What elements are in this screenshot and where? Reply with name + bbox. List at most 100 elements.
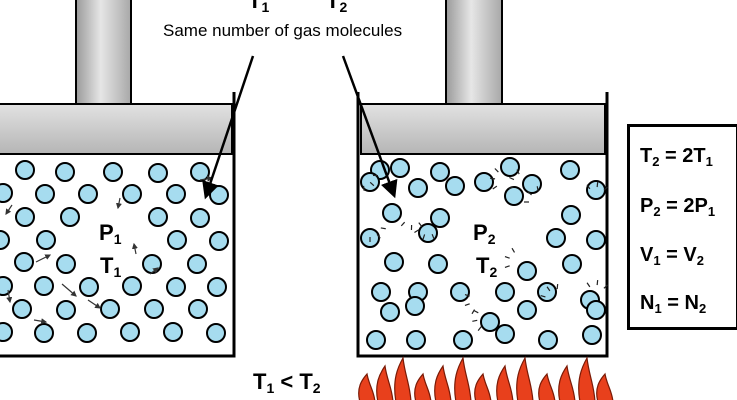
gas-molecule bbox=[586, 300, 606, 320]
motion-tick bbox=[536, 186, 539, 192]
gas-molecule bbox=[188, 299, 208, 319]
gas-molecule bbox=[79, 277, 99, 297]
motion-tick bbox=[516, 169, 520, 175]
left-piston-rod bbox=[75, 0, 132, 105]
equation-pressure: P2 = 2P1 bbox=[640, 195, 716, 219]
gas-molecule bbox=[408, 178, 428, 198]
gas-molecule bbox=[122, 276, 142, 296]
motion-tick bbox=[369, 181, 375, 187]
gas-molecule bbox=[190, 162, 210, 182]
motion-tick bbox=[556, 284, 559, 290]
velocity-arrow bbox=[87, 299, 101, 309]
motion-tick bbox=[422, 234, 426, 240]
velocity-arrow bbox=[115, 197, 122, 210]
motion-tick bbox=[494, 168, 499, 173]
left-gas-molecules bbox=[0, 160, 229, 343]
temperature-comparison-label: T1 < T2 bbox=[253, 369, 321, 396]
gas-molecule bbox=[78, 184, 98, 204]
gas-molecule bbox=[34, 276, 54, 296]
motion-tick bbox=[596, 280, 599, 286]
motion-tick bbox=[477, 326, 482, 331]
motion-tick bbox=[546, 286, 551, 292]
motion-tick bbox=[471, 309, 476, 315]
motion-tick bbox=[380, 227, 386, 230]
gas-molecule bbox=[190, 208, 210, 228]
flame bbox=[358, 372, 376, 400]
gas-molecule bbox=[60, 207, 80, 227]
gas-molecule bbox=[34, 323, 54, 343]
gas-molecule bbox=[55, 162, 75, 182]
caption-arrow-right bbox=[341, 55, 398, 199]
equation-volume: V1 = V2 bbox=[640, 244, 704, 268]
gas-molecule bbox=[450, 282, 470, 302]
gas-molecule bbox=[474, 172, 494, 192]
velocity-arrow bbox=[35, 254, 52, 263]
motion-tick bbox=[464, 293, 470, 297]
gas-molecule bbox=[187, 254, 207, 274]
motion-tick bbox=[400, 221, 406, 227]
motion-tick bbox=[603, 186, 608, 191]
velocity-arrow bbox=[61, 283, 77, 297]
gas-molecule bbox=[406, 330, 426, 350]
gas-molecule bbox=[56, 254, 76, 274]
gas-molecule bbox=[390, 158, 410, 178]
motion-tick bbox=[504, 255, 510, 259]
gas-molecule bbox=[148, 163, 168, 183]
motion-tick bbox=[508, 186, 514, 189]
gas-molecule bbox=[561, 205, 581, 225]
gas-molecule bbox=[103, 162, 123, 182]
gas-molecule bbox=[366, 330, 386, 350]
caption-arrow-left bbox=[202, 55, 255, 200]
motion-tick bbox=[362, 185, 365, 191]
gas-molecule bbox=[517, 261, 537, 281]
left-temperature-label: T1 bbox=[100, 253, 122, 280]
gas-molecule bbox=[371, 282, 391, 302]
gas-molecule bbox=[522, 174, 542, 194]
gas-molecule bbox=[122, 184, 142, 204]
motion-tick bbox=[431, 233, 435, 240]
motion-tick bbox=[586, 282, 591, 288]
velocity-arrow bbox=[149, 267, 159, 275]
gas-molecule bbox=[100, 299, 120, 319]
velocity-arrow bbox=[199, 175, 214, 182]
gas-molecule bbox=[207, 277, 227, 297]
motion-tick bbox=[586, 184, 591, 190]
gas-molecule bbox=[142, 254, 162, 274]
top-label-left: T1 bbox=[248, 0, 270, 15]
motion-tick bbox=[490, 177, 496, 180]
velocity-arrow bbox=[6, 289, 13, 304]
gas-molecule bbox=[120, 322, 140, 342]
right-temperature-label: T2 bbox=[476, 253, 498, 280]
motion-tick bbox=[376, 234, 381, 239]
velocity-arrow bbox=[5, 204, 13, 215]
motion-tick bbox=[509, 176, 515, 181]
right-gas-molecules bbox=[360, 157, 608, 350]
flame bbox=[516, 356, 534, 400]
gas-molecule bbox=[428, 254, 448, 274]
flame bbox=[578, 356, 596, 400]
gas-molecule bbox=[36, 230, 56, 250]
top-label-right: T2 bbox=[326, 0, 348, 15]
gas-molecule bbox=[360, 172, 380, 192]
motion-tick bbox=[414, 229, 419, 233]
motion-tick bbox=[418, 222, 423, 227]
motion-tick bbox=[511, 247, 516, 253]
gas-molecule bbox=[480, 312, 500, 332]
gas-molecule bbox=[0, 322, 13, 342]
flame bbox=[538, 372, 556, 400]
gas-molecule bbox=[430, 208, 450, 228]
gas-molecule bbox=[206, 323, 226, 343]
gas-molecule bbox=[77, 323, 97, 343]
gas-molecule bbox=[56, 300, 76, 320]
gas-molecule bbox=[586, 230, 606, 250]
caption-text: Same number of gas molecules bbox=[163, 21, 403, 40]
gas-molecule bbox=[35, 184, 55, 204]
gas-molecule bbox=[14, 252, 34, 272]
gas-molecule bbox=[144, 299, 164, 319]
gas-molecule bbox=[15, 207, 35, 227]
gas-molecule bbox=[15, 160, 35, 180]
motion-tick bbox=[504, 265, 510, 269]
gas-molecule bbox=[430, 162, 450, 182]
